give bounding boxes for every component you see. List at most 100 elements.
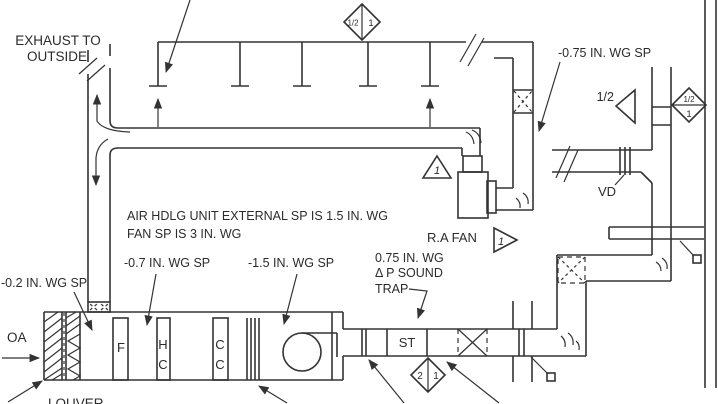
leader-line [408,288,428,319]
filter-slab [112,317,129,381]
leader-line [282,273,298,326]
leader-line [7,380,43,403]
smoke-damper-x [557,256,586,284]
note-triangle-value: 1 [434,165,440,177]
leader-line [446,361,500,404]
sound-trap-box [386,329,428,356]
sp-15-label: -1.5 IN. WG SP [248,256,334,270]
balance-tag-diamond-top: 1/2 1 [342,2,382,42]
louver-hatch [43,311,63,381]
note-triangle-value: 1 [498,236,504,248]
note-triangle-half: 1/2 [597,88,636,125]
return-duct-lines [118,127,481,156]
smoke-damper-icon [557,256,586,284]
sound-trap-tag: ST [399,335,416,350]
turning-vanes [515,192,529,209]
diamond-right-top-value: 1/2 [683,95,695,104]
turning-vanes [560,332,580,351]
air-handling-unit: F H C C C [43,301,344,404]
leader-line [73,291,93,331]
volume-damper-icon [619,147,631,175]
oa-label: OA [7,330,27,345]
static-pressure-note-075: -0.75 IN. WG SP [537,46,651,133]
damper-actuator-square [692,254,702,264]
duct-joint [518,329,525,356]
ahu-note-line2: FAN SP IS 3 IN. WG [127,227,241,241]
riser-damper-joints [513,89,533,114]
leader-line [258,385,288,404]
balance-tag-diamond-right: 1/2 1 [670,86,708,124]
turning-vanes [655,257,668,272]
exhaust-label-line2: OUTSIDE [27,49,87,64]
fan-inlet-flex-connector [462,155,483,173]
damper-actuator-square [546,372,556,382]
note-triangle-ra-fan: 1 [493,226,519,254]
diamond-bottom-right-value: 1 [433,371,439,382]
duct-break-symbol [459,33,485,67]
leader-line [679,240,695,257]
balance-tag-diamond-bottom: 2 1 [409,356,447,394]
note-triangle-return: 1 [421,154,453,179]
upper-horizontal-duct [557,254,671,282]
riser-connection-duct [556,254,671,356]
cooling-coil-tag-bottom: C [215,357,224,372]
screen-hatch [65,311,81,335]
eliminator-lines [246,318,260,380]
ra-fan-label: R.A FAN [427,230,477,245]
leader-line [614,174,625,186]
leader-line [368,359,405,404]
outside-air-annotations: OA LOUVER [2,330,104,404]
filter-tag: F [117,340,125,355]
exhaust-duct-lines [87,44,119,302]
louver-edges [61,312,81,380]
sp-02-label: -0.2 IN. WG SP [1,276,87,290]
sp-075-label: -0.75 IN. WG SP [558,46,651,60]
exhaust-duct: EXHAUST TO OUTSIDE [15,33,131,302]
ahu-casing [43,311,344,381]
branch-stubs [512,301,533,382]
supply-duct-run: ST [343,301,586,404]
sound-trap-note-line1: 0.75 IN. WG [375,251,444,265]
return-air-fan: R.A FAN [427,42,534,245]
ceiling-supply-run [149,0,533,127]
sp-07-label: -0.7 IN. WG SP [124,256,210,270]
ahu-note-line1: AIR HDLG UNIT EXTERNAL SP IS 1.5 IN. WG [127,209,388,223]
leader-line [530,356,549,375]
leader-line [165,0,191,73]
vd-branch-duct [552,149,653,184]
duct-break-symbol [78,57,106,82]
supply-duct-lines [343,328,586,357]
triangle-half-value: 1/2 [597,90,614,104]
cooling-coil-slab [212,317,229,381]
heating-coil-slab [156,317,171,381]
fire-damper-x [457,328,488,357]
filter-zigzag [66,333,82,381]
flow-arrow-up [92,93,131,133]
diamond-top-left-value: 1/2 [347,19,359,28]
turning-vanes [465,129,482,145]
diamond-bottom-left-value: 2 [417,371,423,382]
vd-label: VD [598,184,616,199]
heating-coil-tag-top: H [158,337,167,352]
leader-line [144,273,157,327]
fan-discharge-flex-connector [486,180,497,214]
relief-damper-marks [89,303,109,311]
sound-trap-note-line3: TRAP [375,282,408,296]
static-pressure-notes: -0.2 IN. WG SP -0.7 IN. WG SP -1.5 IN. W… [1,209,444,331]
supply-fan-scroll [282,332,322,372]
riser-lines [651,67,672,281]
leader-line [537,61,561,133]
return-air-duct [118,127,482,156]
heating-coil-tag-bottom: C [158,357,167,372]
relief-damper-box [87,301,111,313]
diamond-top-right-value: 1 [368,18,373,29]
sound-trap-note-line2: Δ P SOUND [375,266,443,280]
supply-fan-volute [302,332,338,357]
supply-run-line [158,41,533,59]
duct-break-symbol [555,145,579,183]
branch-takeoff-lines [608,226,704,240]
backdraft-damper-icon [513,90,533,113]
right-supply-riser: VD [552,0,717,388]
diffuser-drops [157,42,431,86]
